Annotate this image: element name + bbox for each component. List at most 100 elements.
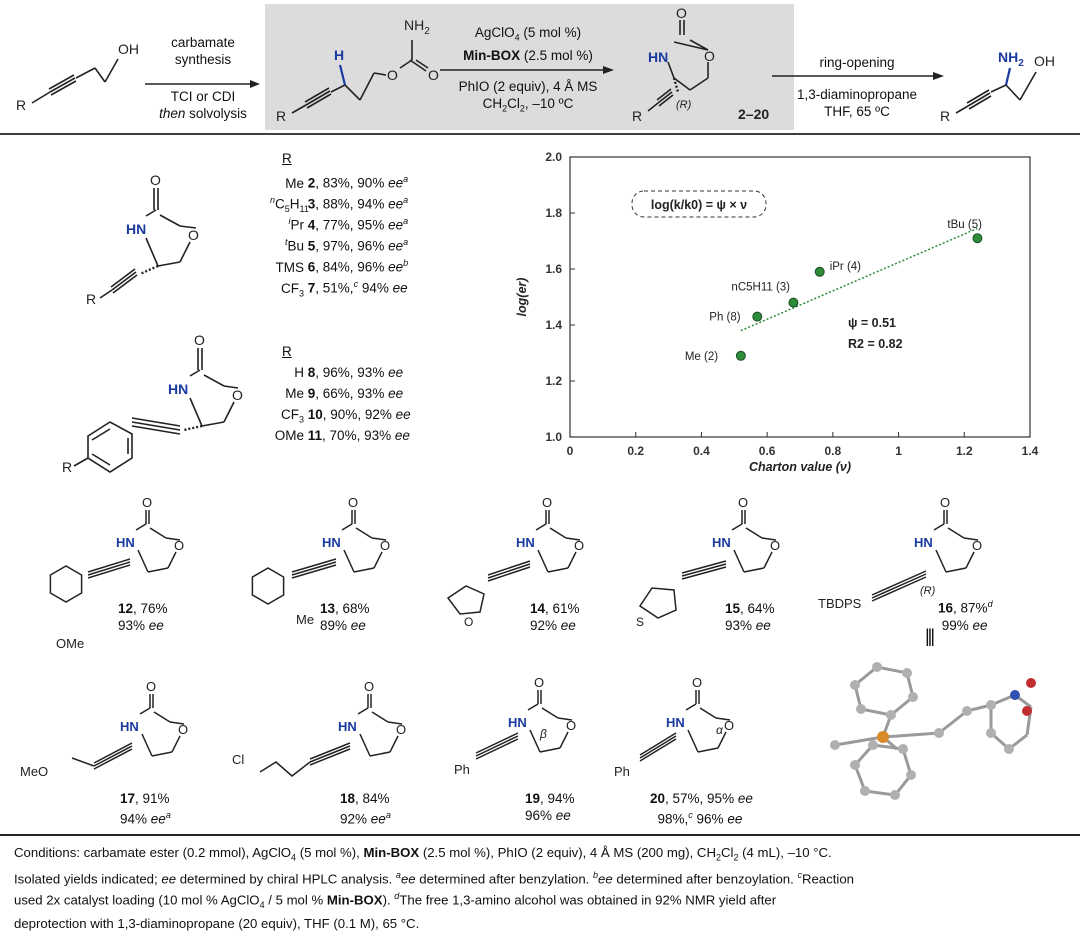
cmp-16-label: 16, 87%d 99% ee [938,599,993,633]
x-tick-label: 1 [895,444,902,458]
cmp16-alkyne [871,573,927,599]
cmp-13-label: 13, 68%89% ee [320,601,370,633]
cmp20-Oring: O [724,718,734,733]
aa-OH: OH [1034,53,1055,69]
step2-conditions-top: AgClO4 (5 mol %) Min-BOX (2.5 mol %) [463,25,593,63]
cmp-14-label: 14, 61%92% ee [530,601,580,633]
y-tick-label: 2.0 [545,150,562,164]
y-axis-label: log(er) [515,278,529,317]
cmp17-alkyne [93,742,133,764]
sm-structure [31,58,119,104]
cmp14-bond [567,551,577,569]
cmp20-bond [687,729,699,753]
cmp19-bond [557,717,573,721]
y-tick-label: 1.4 [545,318,562,332]
cmp18-Cl: Cl [232,752,244,767]
data-point [735,350,746,361]
fit-line [740,227,978,332]
x-tick-label: 0.4 [693,444,710,458]
cmp-12-label: 12, 76%93% ee [118,601,168,633]
cmp18-alkyne [309,748,351,766]
y-tick-label: 1.0 [545,430,562,444]
cmp16-alkyne [871,576,927,602]
product-range: 2–20 [738,106,769,122]
equation-box [631,190,767,218]
cmp18-bond [357,707,369,715]
cmp16-alkyne [871,570,927,596]
point-label: Me (2) [685,351,718,363]
cmp13-bond [353,567,375,573]
x-tick-label: 0.6 [759,444,776,458]
cmp14-bond [549,527,567,539]
cmp13-Oring: O [380,538,390,553]
cmp15-bond [745,527,763,539]
cmp19-HN: HN [508,715,527,730]
cmp18-HN: HN [338,719,357,734]
point-label: tBu (5) [947,219,982,231]
cmp13-alkyne [291,561,337,576]
cmp13-bond [343,549,355,573]
step1-label-bottom: TCI or CDI then solvolysis [159,89,247,121]
cmp20-alkyne [639,732,677,756]
cmp13-ring [251,567,285,605]
cmp15-Oring: O [770,538,780,553]
cmp17-bond [171,735,181,753]
cmp17-MeO: MeO [20,764,48,779]
equivalence-bars: ||| [925,626,935,646]
cmp16-TBDPS: TBDPS [818,596,862,611]
point-label: Ph (8) [709,312,740,324]
carbamate-Oc: O [428,67,439,83]
svg-text:HN: HN [168,381,188,397]
cmp-15-label: 15, 64%93% ee [725,601,775,633]
alkyl-table-header: R [282,151,292,166]
cmp19-bond [539,747,561,753]
carbamate-NH2: NH2 [404,17,430,37]
svg-text:O: O [150,172,161,188]
cmp17-Oring: O [178,722,188,737]
carbamate-O: O [387,67,398,83]
aa-NH2: NH2 [998,49,1024,69]
cmp17-bond [141,733,153,757]
svg-text:O: O [194,332,205,348]
cmp19-O: O [534,675,544,690]
product-R: R [632,108,642,124]
cmp12-Oring: O [174,538,184,553]
cmp16-bond [963,537,979,541]
y-tick-label: 1.8 [545,206,562,220]
carbamate-H: H [334,47,344,63]
aryl-table-header: R [282,344,292,359]
psi-value: ψ = 0.51 [848,316,896,330]
cmp19-beta: β [539,727,547,741]
product-ring [647,20,709,112]
cmp17-bond [169,721,185,725]
cmp12-alkyne [87,564,131,579]
x-tick-label: 0.2 [627,444,644,458]
cmp20-bond [717,731,727,749]
xray-structure-image [815,645,1055,830]
step2-conditions-bottom: PhIO (2 equiv), 4 Å MS CH2Cl2, –10 ºC [458,79,598,114]
cmp15-alkyne [681,566,727,580]
y-tick-label: 1.2 [545,374,562,388]
cmp14-O: O [464,615,473,629]
scheme-highlight-box [265,4,794,130]
cmp13-bond [371,537,387,541]
cmp19-alkyne [475,735,519,757]
data-point [788,297,799,308]
cmp13-alkyne [291,564,337,579]
cmp16-bond [945,567,967,573]
cmp12-OMe: OMe [56,636,84,651]
cmp17-bond [151,751,173,757]
cmp13-HN: HN [322,535,341,550]
x-tick-label: 1.4 [1022,444,1039,458]
cmp19-bond [559,731,569,749]
footnotes: Conditions: carbamate ester (0.2 mmol), … [14,845,855,931]
cmp19-Ph: Ph [454,762,470,777]
cmp13-O: O [348,495,358,510]
cmp18-Oring: O [396,722,406,737]
x-tick-label: 0.8 [825,444,842,458]
cmp18-alkyne [309,742,351,760]
cmp14-HN: HN [516,535,535,550]
cmp13-Me: Me [296,612,314,627]
cmp20-O: O [692,675,702,690]
